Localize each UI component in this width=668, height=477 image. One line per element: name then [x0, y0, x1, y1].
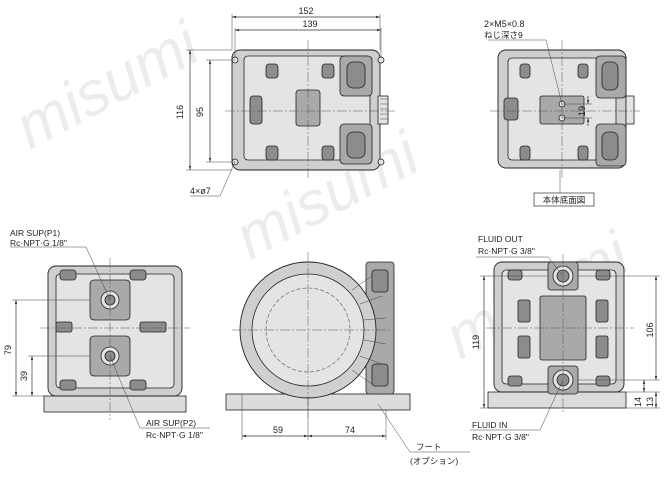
dim-119: 119	[471, 335, 481, 349]
dim-74: 74	[345, 425, 355, 435]
dim-14: 14	[633, 397, 643, 407]
dim-39: 39	[19, 371, 29, 381]
top-view: 152 139 116 95 4×ø7	[175, 6, 395, 197]
dim-19: 19	[577, 106, 587, 116]
air-sup-p2-label: AIR SUP(P2)	[146, 418, 196, 428]
dim-116: 116	[175, 105, 185, 119]
dim-59: 59	[273, 425, 283, 435]
foot-option-label: (オプション)	[410, 456, 458, 466]
dim-79: 79	[3, 345, 13, 355]
svg-text:misumi: misumi	[4, 8, 212, 162]
fluid-out-thread: Rc·NPT·G 3/8"	[478, 246, 535, 256]
dim-152: 152	[298, 6, 313, 16]
fluid-out-label: FLUID OUT	[478, 234, 523, 244]
bottom-view: 2×M5×0.8 ねじ深さ9 19 本体底面図	[484, 19, 640, 207]
fluid-in-label: FLUID IN	[472, 420, 507, 430]
air-sup-p1-label: AIR SUP(P1)	[10, 228, 60, 238]
hole-callout: 4×ø7	[190, 186, 211, 196]
fluid-in-thread: Rc·NPT·G 3/8"	[472, 432, 529, 442]
thread-callout-1: 2×M5×0.8	[484, 19, 525, 29]
front-view: 59 74 フート (オプション)	[225, 252, 470, 466]
foot-label: フート	[416, 442, 442, 452]
air-sup-p1-thread: Rc·NPT·G 1/8"	[10, 238, 67, 248]
bottom-view-caption: 本体底面図	[543, 195, 586, 205]
left-side-view: AIR SUP(P1) Rc·NPT·G 1/8" AIR SUP(P2) Rc…	[3, 228, 210, 440]
dim-139: 139	[302, 19, 317, 29]
dim-106: 106	[645, 322, 655, 337]
thread-callout-2: ねじ深さ9	[484, 30, 523, 40]
right-side-view: FLUID OUT Rc·NPT·G 3/8" FLUID IN Rc·NPT·…	[470, 234, 660, 442]
dim-95: 95	[195, 107, 205, 117]
dim-13: 13	[645, 397, 655, 407]
air-sup-p2-thread: Rc·NPT·G 1/8"	[146, 430, 203, 440]
